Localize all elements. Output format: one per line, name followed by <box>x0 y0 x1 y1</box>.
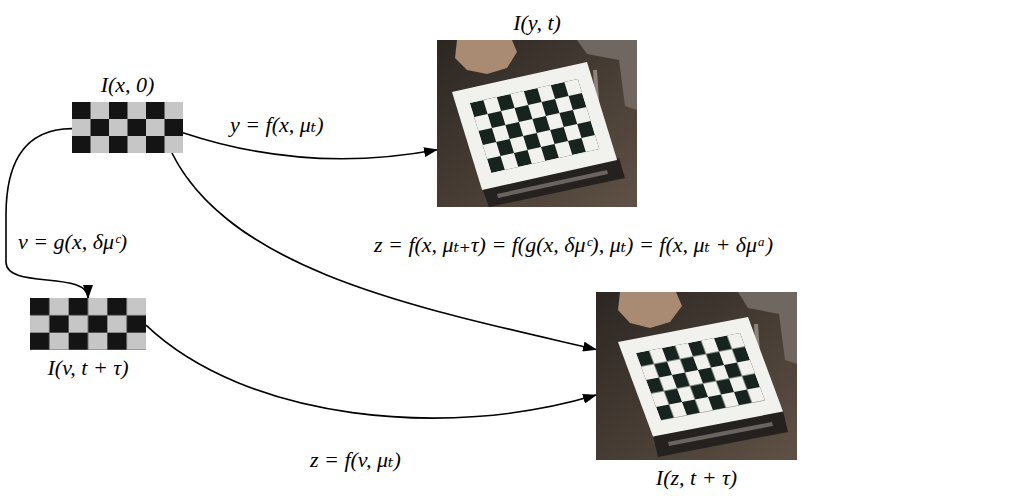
warped-checkerboard <box>30 298 146 350</box>
image-node: I(v, t + τ) <box>30 298 146 380</box>
label-holder: z = f(x, μₜ₊τ) = f(g(x, δμᶜ), μₜ) = f(x,… <box>372 232 775 257</box>
image-caption: I(v, t + τ) <box>48 355 129 380</box>
label-holder: y = f(x, μₜ) <box>228 112 326 137</box>
equation-label: v = g(x, δμᶜ) <box>16 229 129 254</box>
image-caption: I(z, t + τ) <box>656 465 737 490</box>
mapping-arrow <box>6 129 88 298</box>
image-node: I(z, t + τ) <box>596 292 797 490</box>
mapping-arrow <box>146 325 596 418</box>
equation-label: z = f(v, μₜ) <box>308 447 403 472</box>
equation-label: z = f(x, μₜ₊τ) = f(g(x, δμᶜ), μₜ) = f(x,… <box>372 232 775 257</box>
template-checkerboard <box>72 102 183 153</box>
image-caption: I(x, 0) <box>101 72 155 97</box>
image-node: I(y, t) <box>437 10 637 207</box>
image-caption: I(y, t) <box>513 10 561 35</box>
label-holder: v = g(x, δμᶜ) <box>16 229 129 254</box>
video-frame <box>596 292 797 460</box>
equation-label: y = f(x, μₜ) <box>228 112 326 137</box>
label-holder: z = f(v, μₜ) <box>308 447 403 472</box>
image-node: I(x, 0) <box>72 72 183 153</box>
video-frame <box>437 40 637 207</box>
